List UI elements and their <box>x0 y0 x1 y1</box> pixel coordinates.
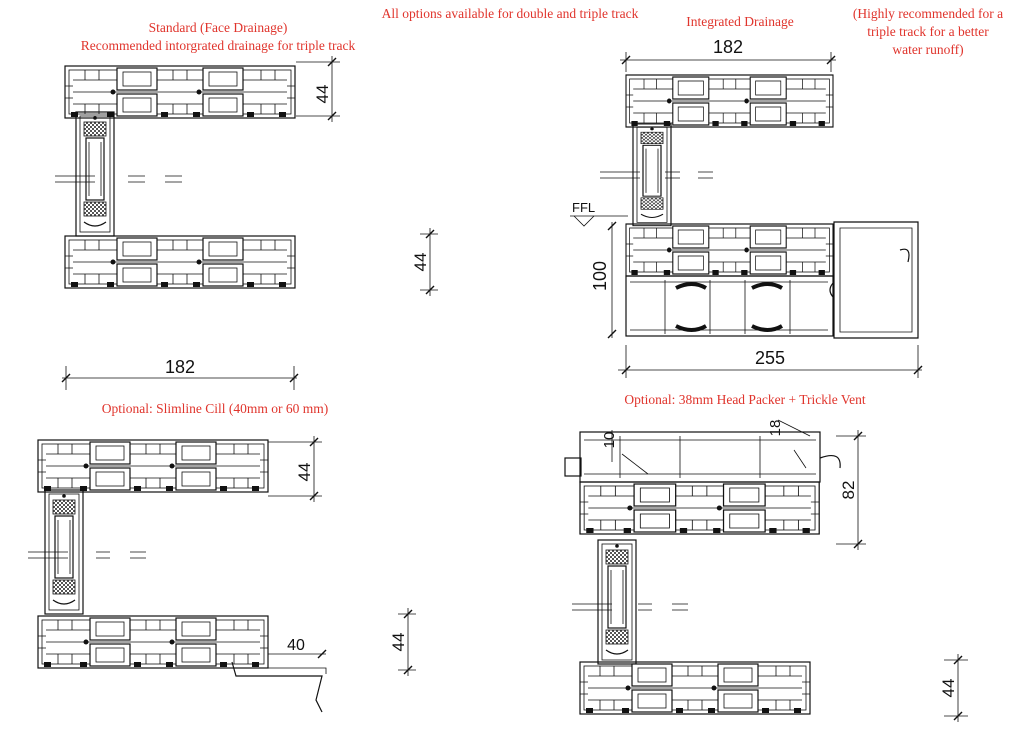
slim-cill-height-dim: 44 <box>389 633 408 652</box>
highly-recommended-line-2: triple track for a better <box>867 24 989 39</box>
slimline-title: Optional: Slimline Cill (40mm or 60 mm) <box>101 401 329 416</box>
all-options-note: All options available for double and tri… <box>381 6 639 21</box>
integrated-title: Integrated Drainage <box>686 14 794 29</box>
standard-drawing: 44 44 182 <box>55 56 438 390</box>
int-height-dim: 100 <box>590 261 610 291</box>
std-width-dim: 182 <box>165 357 195 377</box>
head-packer-drawing: 10 18 82 44 <box>564 419 968 722</box>
std-head-height-dim: 44 <box>313 85 332 104</box>
int-ffl-label: FFL <box>572 200 595 215</box>
std-cill-height-dim: 44 <box>411 253 430 272</box>
integrated-drawing: 182 FFL 100 255 <box>570 37 923 378</box>
int-width-bottom-dim: 255 <box>755 348 785 368</box>
hp-ten-dim: 10 <box>601 432 618 449</box>
slim-head-height-dim: 44 <box>295 463 314 482</box>
int-width-top-dim: 182 <box>713 37 743 57</box>
hp-cill-height-dim: 44 <box>939 679 958 698</box>
slim-cill-ext-dim: 40 <box>287 637 305 654</box>
standard-subtitle: Recommended intorgrated drainage for tri… <box>80 38 356 53</box>
highly-recommended-line-3: water runoff) <box>892 42 964 57</box>
slimline-drawing: 44 40 44 <box>28 436 416 713</box>
hp-height-dim: 82 <box>839 481 858 500</box>
hp-eighteen-dim: 18 <box>767 420 784 437</box>
standard-title: Standard (Face Drainage) <box>148 20 288 35</box>
head-packer-title: Optional: 38mm Head Packer + Trickle Ven… <box>624 392 866 407</box>
highly-recommended-line-1: (Highly recommended for a <box>852 6 1004 21</box>
